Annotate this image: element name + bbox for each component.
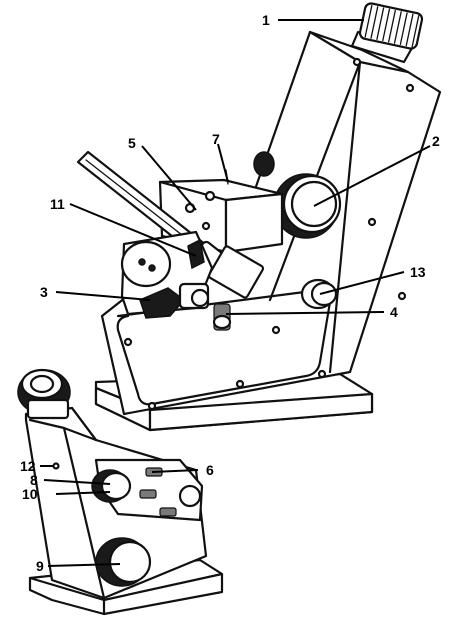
callout-13: 13 <box>410 264 426 280</box>
inset-refractometer <box>17 368 224 616</box>
leader-7 <box>217 143 229 183</box>
callout-3: 3 <box>40 284 48 300</box>
callout-12: 12 <box>20 458 36 474</box>
adjustment-screw <box>212 303 232 331</box>
main-refractometer <box>76 2 442 432</box>
inset-knob-9 <box>95 537 152 587</box>
leader-6 <box>151 469 199 473</box>
callout-7: 7 <box>212 131 220 147</box>
leader-9 <box>47 563 121 567</box>
callout-2: 2 <box>432 133 440 149</box>
leader-5 <box>141 145 197 211</box>
callout-8: 8 <box>30 472 38 488</box>
leader-4 <box>225 311 385 315</box>
scale-knob <box>253 151 342 239</box>
callout-11: 11 <box>50 196 65 212</box>
callout-labels: 1 2 3 4 5 6 7 8 9 10 11 12 13 <box>20 12 440 574</box>
callout-6: 6 <box>206 462 214 478</box>
callout-9: 9 <box>36 558 44 574</box>
inset-screws-6 <box>139 467 202 517</box>
callout-5: 5 <box>128 135 136 151</box>
leader-3 <box>55 291 151 301</box>
prism-assembly <box>120 230 214 319</box>
inset-knob-8 <box>91 469 132 503</box>
leader-11 <box>69 203 197 257</box>
leader-13 <box>319 271 405 295</box>
callout-4: 4 <box>390 304 398 320</box>
inset-eyepiece <box>17 368 71 420</box>
callout-1: 1 <box>262 12 270 28</box>
leader-2 <box>313 145 431 207</box>
adjustment-knob <box>300 278 338 310</box>
leader-8 <box>43 479 111 485</box>
leader-lines <box>40 19 431 567</box>
leader-10 <box>55 491 111 495</box>
callout-10: 10 <box>22 486 38 502</box>
